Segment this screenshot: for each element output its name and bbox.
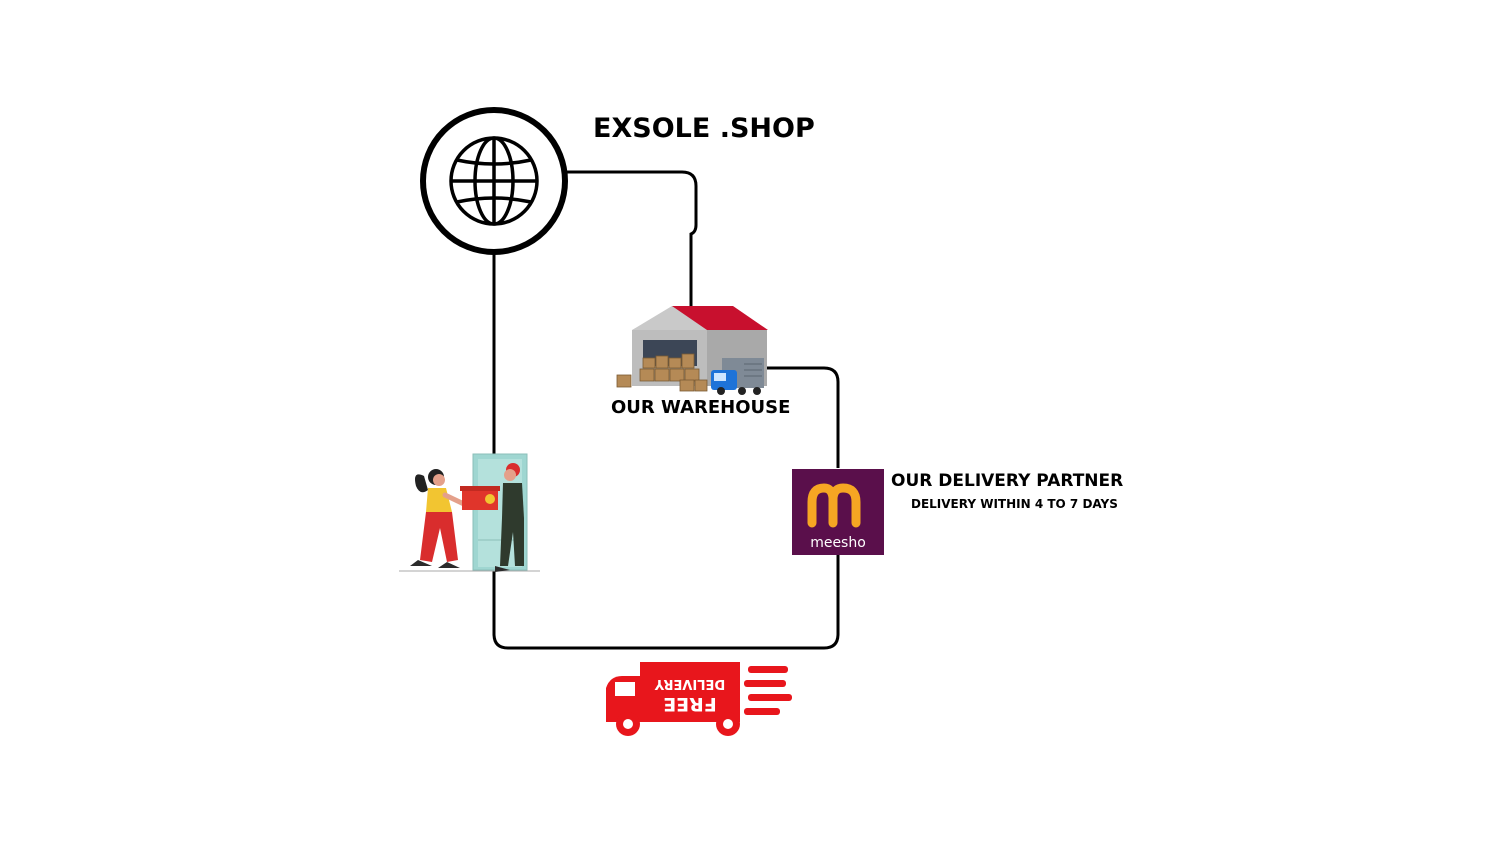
warehouse-icon [616,306,768,395]
delivery-text: DELIVERY [654,676,725,691]
connector-globe-warehouse [566,170,698,306]
delivery-truck-icon: FREE DELIVERY [606,662,792,736]
free-text: FREE [663,693,717,715]
flow-connectors [492,170,840,650]
meesho-logo-text: meesho [810,535,866,551]
warehouse-label: OUR WAREHOUSE [611,397,791,418]
delivery-time-note: DELIVERY WITHIN 4 TO 7 DAYS [911,497,1118,511]
meesho-logo: meesho [792,469,884,555]
package-handover-icon [399,453,540,572]
globe-icon [420,107,568,255]
delivery-partner-label: OUR DELIVERY PARTNER [891,471,1124,491]
connector-customer-partner [492,555,840,650]
connector-partner-warehouse [764,366,840,468]
shop-title: EXSOLE .SHOP [593,113,815,144]
